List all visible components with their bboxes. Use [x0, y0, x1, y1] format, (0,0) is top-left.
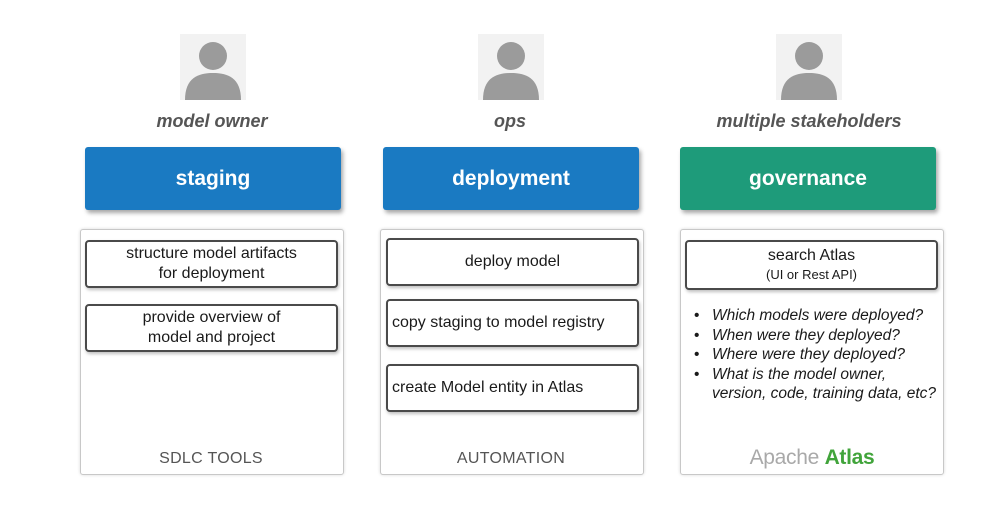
- step-copy-staging: copy staging to model registry: [386, 299, 639, 347]
- footer-label-automation: AUTOMATION: [456, 450, 566, 467]
- logo-atlas-text: Atlas: [824, 446, 875, 469]
- stage-header-staging: staging: [85, 147, 341, 210]
- step-provide-overview: provide overview of model and project: [85, 304, 338, 352]
- step-deploy-model: deploy model: [386, 238, 639, 286]
- role-label-ops: ops: [493, 111, 526, 131]
- step-structure-artifacts: structure model artifacts for deployment: [85, 240, 338, 288]
- step-line: provide overview of: [142, 309, 281, 326]
- role-label-multiple-stakeholders: multiple stakeholders: [716, 111, 902, 131]
- question-item: Where were they deployed?: [694, 345, 944, 365]
- apache-atlas-logo: Apache Atlas: [681, 446, 943, 470]
- role-label-model-owner: model owner: [156, 111, 268, 131]
- step-search-atlas: search Atlas (UI or Rest API): [685, 240, 938, 290]
- step-line: for deployment: [158, 265, 265, 282]
- stage-header-governance: governance: [680, 147, 936, 210]
- footer-label-sdlc-tools: SDLC TOOLS: [159, 450, 263, 467]
- search-subtitle: (UI or Rest API): [765, 267, 858, 282]
- step-line: model and project: [147, 329, 276, 346]
- stage-header-deployment: deployment: [383, 147, 639, 210]
- user-avatar-icon: [478, 34, 544, 100]
- logo-apache-text: Apache: [749, 446, 820, 469]
- search-title: search Atlas: [767, 247, 856, 264]
- question-item: Which models were deployed?: [694, 306, 944, 326]
- governance-questions: Which models were deployed? When were th…: [694, 306, 944, 404]
- step-create-model-entity: create Model entity in Atlas: [386, 364, 639, 412]
- user-avatar-icon: [180, 34, 246, 100]
- user-avatar-icon: [776, 34, 842, 100]
- question-item: What is the model owner, version, code, …: [694, 365, 944, 404]
- step-line: structure model artifacts: [126, 245, 297, 262]
- question-item: When were they deployed?: [694, 326, 944, 346]
